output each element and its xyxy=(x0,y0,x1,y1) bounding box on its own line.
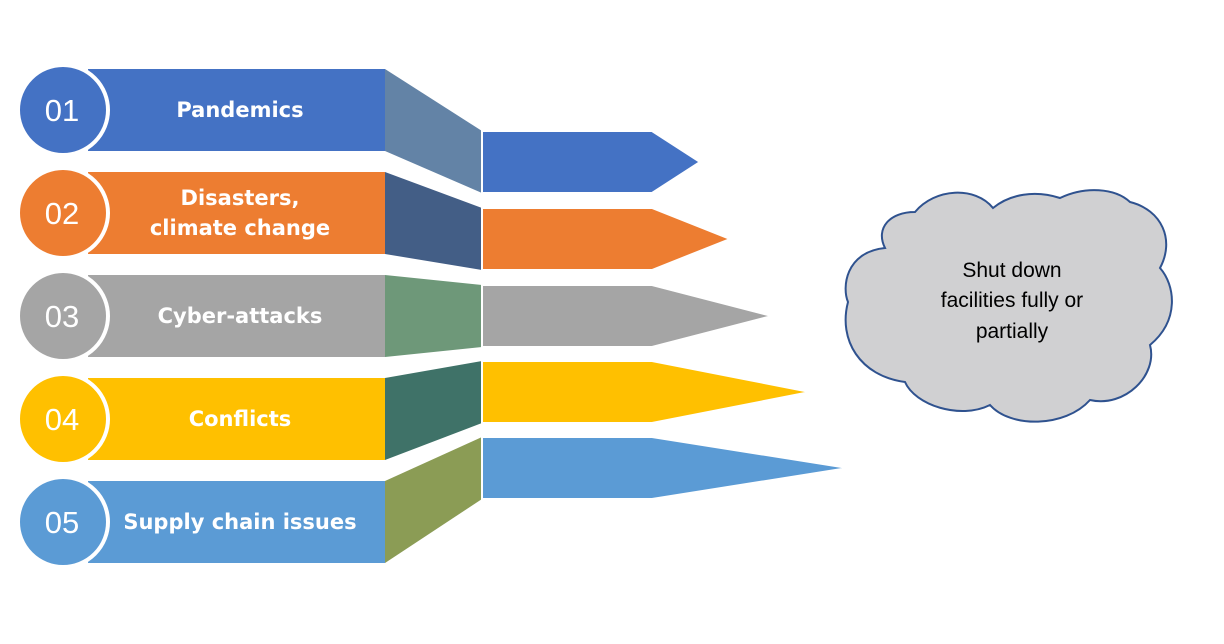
item-number: 05 xyxy=(45,505,79,540)
connector-band xyxy=(385,172,482,270)
item-label: Supply chain issues xyxy=(123,510,356,534)
item-bar xyxy=(88,275,385,357)
item-bar xyxy=(88,69,385,151)
outcome-text-line-1: Shut down xyxy=(962,259,1061,282)
arrows-layer xyxy=(481,130,849,500)
item-number-circle xyxy=(16,63,110,157)
outcome-text-line-2: facilities fully or xyxy=(941,289,1083,312)
item-number: 03 xyxy=(45,299,79,334)
connector-band xyxy=(385,69,482,193)
item-number-circle xyxy=(16,475,110,569)
item-number: 01 xyxy=(45,93,79,128)
item-label: Conflicts xyxy=(189,407,292,431)
item-bar xyxy=(88,378,385,460)
outcome-text-line-3: partially xyxy=(976,320,1049,343)
item-label: Cyber-attacks xyxy=(158,304,323,328)
item-arrow xyxy=(481,436,849,500)
item-number-circle xyxy=(16,269,110,363)
item-arrow xyxy=(481,284,776,348)
connector-band xyxy=(385,361,482,460)
item-number: 02 xyxy=(45,196,79,231)
outcome-cloud: Shut down facilities fully or partially xyxy=(844,189,1173,423)
cloud-shape xyxy=(844,189,1173,423)
connector-band xyxy=(385,275,482,357)
item-arrow xyxy=(481,360,811,424)
connector-band xyxy=(385,437,482,563)
item-number-circle xyxy=(16,166,110,260)
item-arrow xyxy=(481,207,733,271)
item-number-circle xyxy=(16,372,110,466)
item-bar xyxy=(88,172,385,254)
item-bar xyxy=(88,481,385,563)
item-number: 04 xyxy=(45,402,79,437)
item-label: Pandemics xyxy=(176,98,303,122)
item-label: climate change xyxy=(150,216,330,240)
connectors-layer xyxy=(385,69,482,563)
item-arrow xyxy=(481,130,702,194)
item-label: Disasters, xyxy=(181,186,300,210)
